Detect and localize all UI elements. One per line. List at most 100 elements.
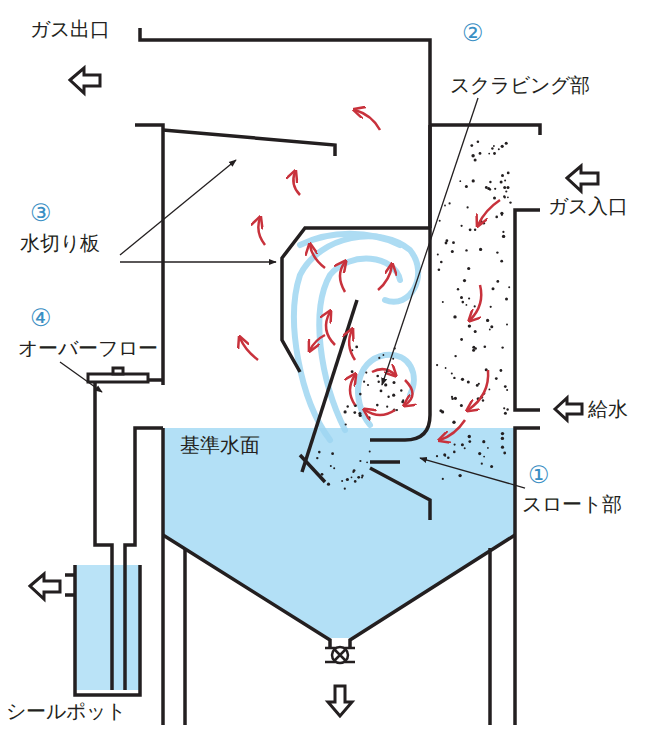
- dust-particle: [493, 152, 496, 155]
- dust-particle: [453, 315, 456, 318]
- dust-particle: [505, 190, 507, 192]
- dust-particle: [386, 406, 388, 408]
- part-label: 水切り板: [20, 232, 100, 255]
- dust-particle: [466, 304, 468, 306]
- dust-particle: [503, 452, 506, 455]
- part-label: スクラビング部: [450, 74, 590, 97]
- dust-particle: [467, 267, 470, 270]
- dust-particle: [500, 369, 503, 372]
- dust-particle: [506, 389, 508, 391]
- dust-particle: [504, 179, 506, 181]
- dust-particle: [507, 172, 510, 175]
- dust-particle: [392, 394, 395, 397]
- dust-particle: [501, 437, 504, 440]
- dust-particle: [461, 443, 464, 446]
- dust-particle: [359, 414, 362, 417]
- dust-particle: [474, 158, 477, 161]
- dust-particle: [467, 206, 469, 208]
- dust-particle: [441, 410, 444, 413]
- dust-particle: [376, 375, 379, 378]
- dust-particle: [501, 446, 504, 449]
- dust-particle: [366, 461, 368, 463]
- dust-particle: [346, 478, 349, 481]
- dust-particle: [369, 451, 371, 453]
- dust-particle: [501, 214, 503, 216]
- dust-particle: [464, 447, 466, 449]
- dust-particle: [495, 216, 498, 219]
- dust-particle: [487, 447, 489, 449]
- dust-particle: [355, 346, 358, 349]
- dust-particle: [479, 152, 482, 155]
- dust-particle: [500, 260, 503, 263]
- dust-particle: [501, 346, 503, 348]
- dust-particle: [502, 231, 504, 233]
- dust-particle: [462, 301, 465, 304]
- dust-particle: [447, 456, 450, 459]
- dust-particle: [344, 410, 347, 413]
- dust-particle: [489, 389, 491, 391]
- dust-particle: [496, 251, 498, 253]
- dust-particle: [474, 305, 476, 307]
- dust-particle: [468, 435, 471, 438]
- dust-particle: [471, 154, 474, 157]
- dust-particle: [454, 444, 456, 446]
- dust-particle: [472, 349, 475, 352]
- dust-particle: [368, 416, 371, 419]
- dust-particle: [378, 357, 380, 359]
- dust-particle: [353, 469, 356, 472]
- dust-particle: [380, 390, 383, 393]
- dust-particle: [438, 268, 441, 271]
- dust-particle: [474, 229, 476, 231]
- dust-particle: [504, 385, 507, 388]
- dust-particle: [345, 423, 347, 425]
- dust-particle: [393, 381, 396, 384]
- dust-particle: [503, 407, 505, 409]
- dust-particle: [378, 381, 380, 383]
- dust-particle: [463, 279, 466, 282]
- dust-particle: [479, 248, 482, 251]
- dust-particle: [490, 306, 492, 308]
- dust-particle: [392, 358, 394, 360]
- dust-particle: [505, 298, 508, 301]
- dust-particles: [316, 141, 512, 490]
- part-label: オーバーフロー: [18, 337, 158, 360]
- dust-particle: [483, 222, 486, 225]
- dust-particle: [460, 338, 463, 341]
- dust-particle: [474, 330, 477, 333]
- dust-particle: [442, 301, 444, 303]
- dust-particle: [468, 324, 471, 327]
- dust-particle: [316, 457, 318, 459]
- overflow-cap: [88, 368, 148, 382]
- dust-particle: [490, 325, 493, 328]
- callout-number: ①: [528, 462, 550, 490]
- dust-particle: [445, 242, 448, 245]
- dust-particle: [454, 397, 457, 400]
- dust-particle: [468, 440, 471, 443]
- dust-particle: [461, 378, 464, 381]
- dust-particle: [470, 144, 473, 147]
- dust-particle: [504, 196, 506, 198]
- dust-particle: [354, 480, 357, 483]
- dust-particle: [501, 145, 504, 148]
- dust-particle: [482, 440, 485, 443]
- dust-particle: [484, 346, 487, 349]
- dust-particle: [436, 364, 438, 366]
- dust-particle: [333, 467, 335, 469]
- dust-particle: [505, 142, 508, 145]
- dust-particle: [357, 476, 360, 479]
- dust-particle: [477, 141, 480, 144]
- dust-particle: [493, 145, 495, 147]
- callout-number: ②: [462, 20, 484, 48]
- dust-particle: [503, 195, 505, 197]
- dust-particle: [376, 404, 379, 407]
- dust-particle: [341, 480, 343, 482]
- dust-particle: [482, 399, 484, 401]
- dust-particle: [467, 381, 470, 384]
- callout-number: ③: [30, 200, 52, 228]
- dust-particle: [442, 478, 444, 480]
- dust-particle: [487, 187, 490, 190]
- vessel-walls: [65, 28, 540, 725]
- dust-particle: [488, 153, 490, 155]
- part-label: 給水: [588, 398, 628, 421]
- dust-particle: [436, 455, 438, 457]
